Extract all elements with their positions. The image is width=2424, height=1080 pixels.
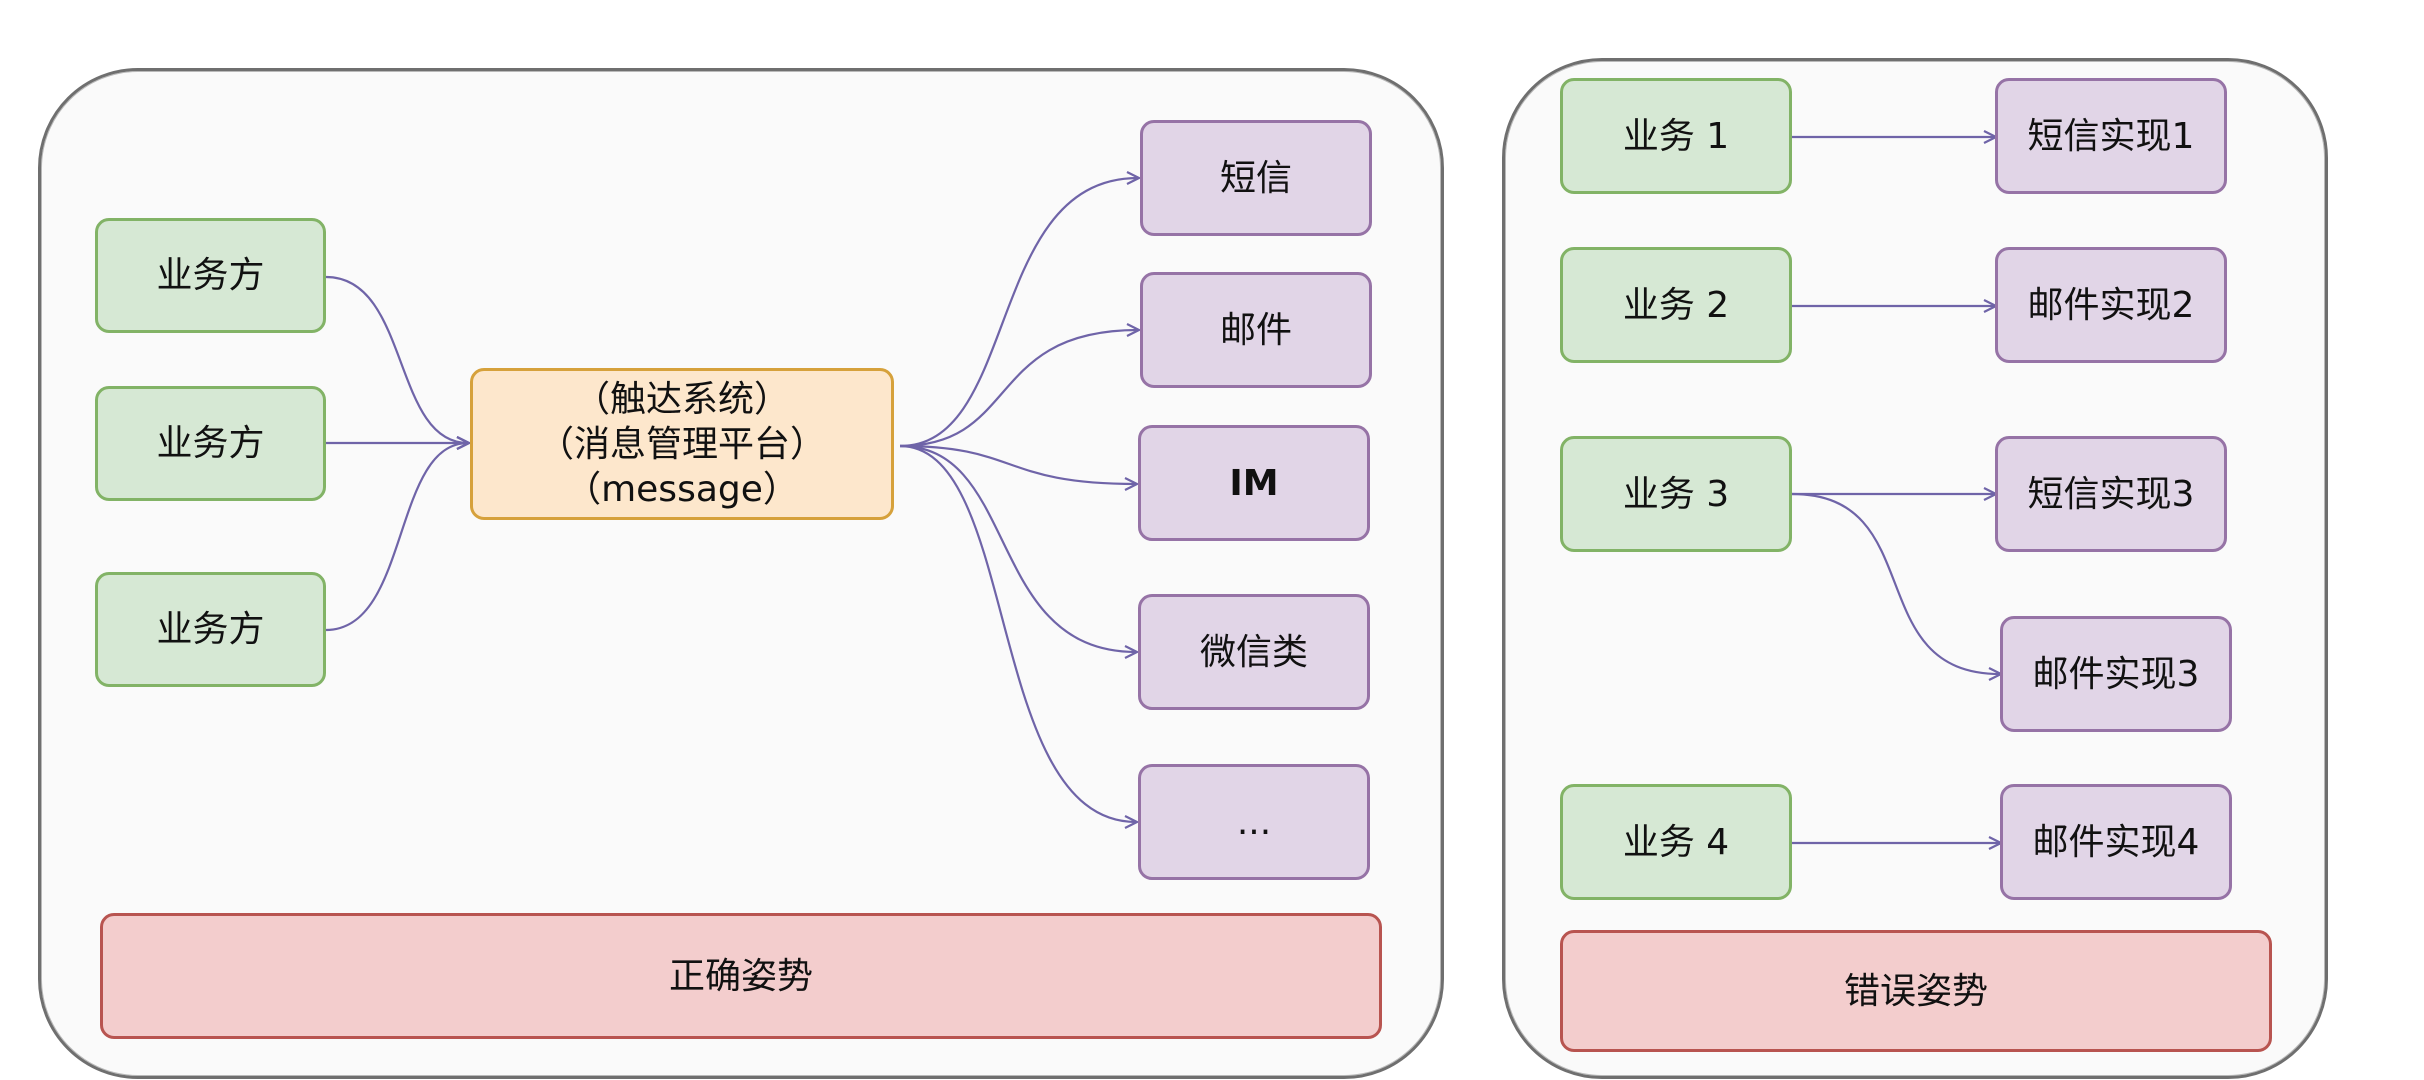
service-node-1: 业务 1 <box>1560 78 1792 194</box>
wrong-approach-label: 错误姿势 <box>1560 930 2272 1052</box>
edge-hub-email <box>899 330 1138 448</box>
edge-hub-more <box>899 444 1136 822</box>
edge-source3-hub <box>325 443 468 632</box>
source-node-2: 业务方 <box>95 386 326 501</box>
hub-line-1: （触达系统） <box>573 378 790 420</box>
edge-hub-sms <box>899 178 1138 448</box>
impl-sms-1: 短信实现1 <box>1995 78 2227 194</box>
channel-im: IM <box>1138 425 1370 541</box>
channel-email: 邮件 <box>1140 272 1372 388</box>
edge-hub-wechat <box>899 444 1136 652</box>
impl-sms-3: 短信实现3 <box>1995 436 2227 552</box>
correct-approach-label: 正确姿势 <box>100 913 1382 1039</box>
channel-more: ... <box>1138 764 1370 880</box>
source-node-1: 业务方 <box>95 218 326 333</box>
channel-wechat: 微信类 <box>1138 594 1370 710</box>
edge-service3-impl3b <box>1791 492 2000 674</box>
service-node-4: 业务 4 <box>1560 784 1792 900</box>
source-node-3: 业务方 <box>95 572 326 687</box>
message-platform-hub: （触达系统） （消息管理平台） （message） <box>470 368 894 520</box>
edge-hub-im <box>899 444 1136 484</box>
service-node-3: 业务 3 <box>1560 436 1792 552</box>
edge-source1-hub <box>325 275 468 443</box>
channel-sms: 短信 <box>1140 120 1372 236</box>
service-node-2: 业务 2 <box>1560 247 1792 363</box>
impl-email-3: 邮件实现3 <box>2000 616 2232 732</box>
hub-line-2: （消息管理平台） <box>537 423 826 465</box>
wrong-approach-panel <box>1502 58 2328 1079</box>
impl-email-2: 邮件实现2 <box>1995 247 2227 363</box>
hub-line-3: （message） <box>565 468 799 510</box>
impl-email-4: 邮件实现4 <box>2000 784 2232 900</box>
